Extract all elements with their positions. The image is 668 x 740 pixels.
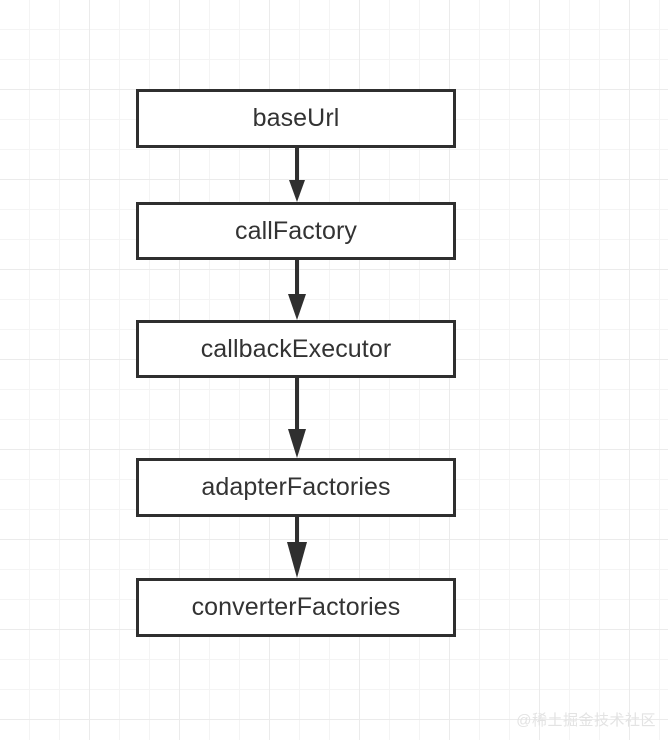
flow-node-callbackexecutor[interactable]: callbackExecutor [136,320,456,378]
flow-node-label: converterFactories [191,593,401,621]
flow-node-adapterfactories[interactable]: adapterFactories [136,458,456,517]
arrow-adapterfactories-to-converterfactories [287,517,307,578]
arrow-baseurl-to-callfactory [289,148,305,202]
arrow-callfactory-to-callbackexecutor [288,260,306,320]
flow-node-label: adapterFactories [201,473,391,501]
flow-node-label: callbackExecutor [200,334,392,363]
watermark: @稀土掘金技术社区 [516,712,656,729]
arrow-callbackexecutor-to-adapterfactories [288,378,306,458]
flow-node-baseurl[interactable]: baseUrl [136,89,456,148]
flow-node-callfactory[interactable]: callFactory [136,202,456,260]
flow-node-converterfactories[interactable]: converterFactories [136,578,456,637]
flow-node-label: callFactory [235,216,357,245]
flow-node-label: baseUrl [252,104,340,132]
